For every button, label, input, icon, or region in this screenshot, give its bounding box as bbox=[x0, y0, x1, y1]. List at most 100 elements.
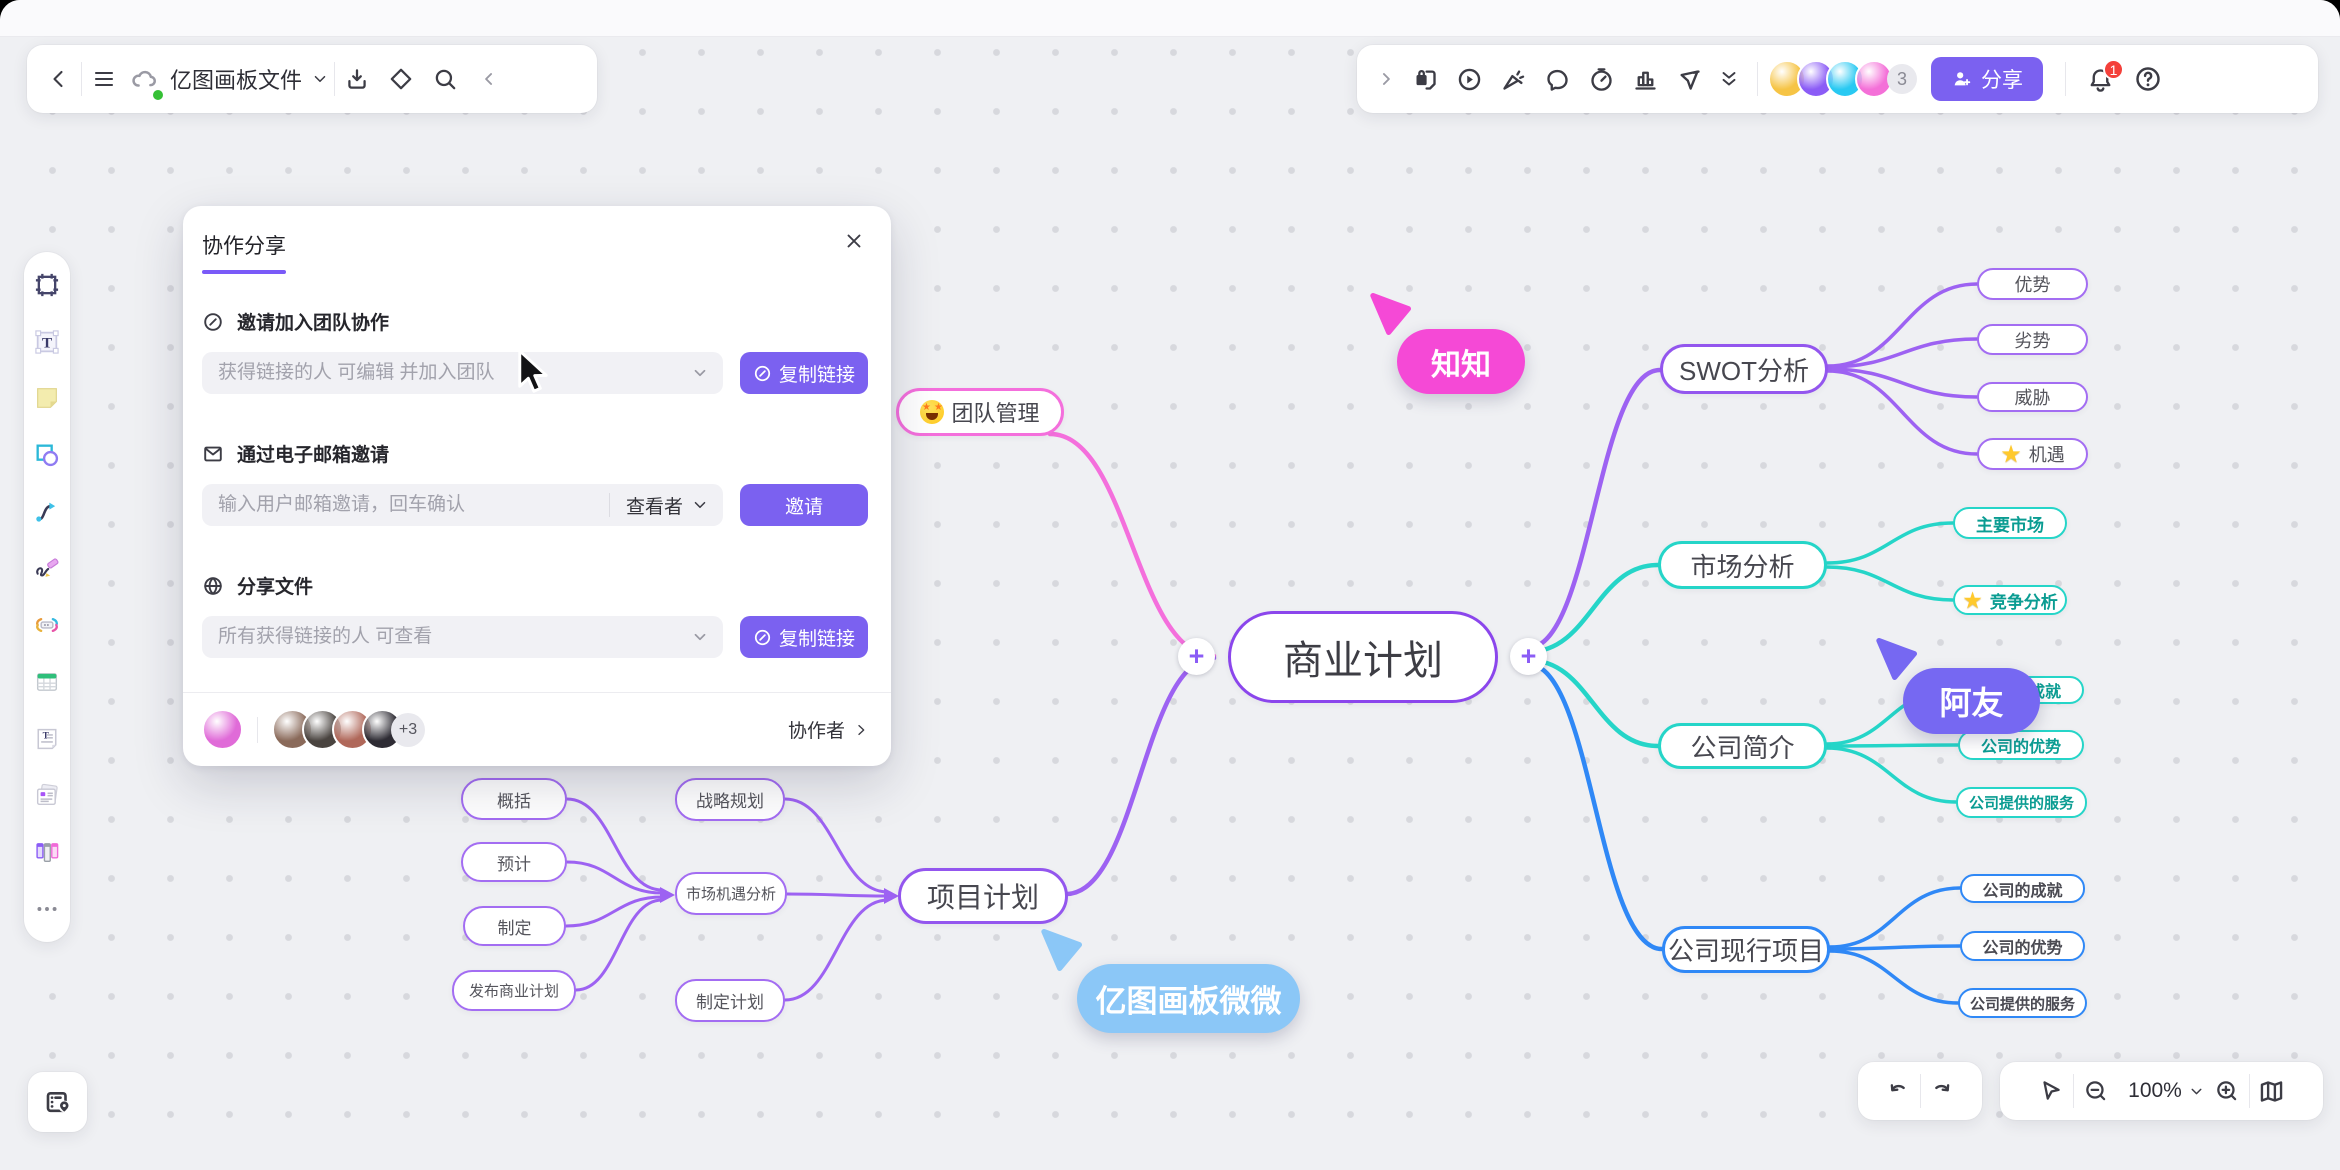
mindmap-node-business-plan[interactable]: 商业计划 bbox=[1228, 611, 1498, 703]
mindmap-node-label: 概括 bbox=[497, 791, 531, 811]
vote-chart-button[interactable] bbox=[1623, 57, 1667, 101]
chevron-down-icon[interactable] bbox=[691, 496, 709, 514]
notifications-button[interactable]: 1 bbox=[2074, 57, 2126, 101]
kanban-tool[interactable] bbox=[30, 835, 64, 869]
toolbar-divider bbox=[1919, 1074, 1921, 1108]
zoom-chevron-icon[interactable] bbox=[2188, 1083, 2205, 1100]
board-navigator-button[interactable] bbox=[28, 1072, 87, 1132]
share-link-permission-field[interactable] bbox=[202, 616, 723, 658]
expand-tools-button[interactable] bbox=[1369, 57, 1403, 101]
mindmap-node-market-analysis[interactable]: 市场分析 bbox=[1658, 541, 1827, 589]
mindmap-node-estimate[interactable]: 预计 bbox=[461, 842, 567, 882]
tag-button[interactable] bbox=[379, 57, 423, 101]
select-pointer-button[interactable] bbox=[2029, 1069, 2073, 1113]
mindmap-node-summary[interactable]: 概括 bbox=[461, 778, 567, 820]
mindmap-node-company-services-b[interactable]: 公司提供的服务 bbox=[1958, 988, 2087, 1018]
mindmap-node-make-plan[interactable]: 制定计划 bbox=[675, 979, 785, 1022]
mindmap-node-team-management[interactable]: ★★团队管理 bbox=[896, 388, 1064, 436]
search-button[interactable] bbox=[423, 57, 467, 101]
mindmap-node-company-advantage-t[interactable]: 公司的优势 bbox=[1958, 730, 2084, 760]
chevron-down-icon[interactable] bbox=[691, 628, 709, 646]
collapse-toolbar-button[interactable] bbox=[467, 57, 511, 101]
mindmap-node-weakness[interactable]: 劣势 bbox=[1977, 324, 2088, 355]
email-invite-input[interactable] bbox=[216, 493, 593, 517]
cloud-sync-icon bbox=[126, 57, 165, 102]
lock-note-button[interactable] bbox=[1403, 57, 1447, 101]
copy-team-link-button[interactable]: 复制链接 bbox=[740, 352, 868, 394]
mindmap-node-company-achievement-b[interactable]: 公司的成就 bbox=[1960, 874, 2085, 903]
copy-share-link-button[interactable]: 复制链接 bbox=[740, 616, 868, 658]
team-link-permission-field[interactable] bbox=[202, 352, 723, 394]
mindmap-node-competition[interactable]: ★竞争分析 bbox=[1953, 585, 2067, 615]
mindmap-node-company-advantage-b[interactable]: 公司的优势 bbox=[1960, 931, 2085, 961]
text-tool[interactable]: T bbox=[30, 325, 64, 359]
share-link-permission-input[interactable] bbox=[216, 625, 683, 649]
mindmap-node-label: 机遇 bbox=[2028, 445, 2065, 465]
zoom-out-button[interactable] bbox=[2074, 1069, 2118, 1113]
sticky-note-tool[interactable] bbox=[30, 381, 64, 415]
mindmap-node-publish-plan[interactable]: 发布商业计划 bbox=[452, 970, 576, 1011]
collaborators-link[interactable]: 协作者 bbox=[788, 716, 869, 743]
mindmap-edge bbox=[564, 895, 664, 928]
frame-tool[interactable] bbox=[30, 268, 64, 302]
undo-button[interactable] bbox=[1876, 1069, 1920, 1113]
share-button[interactable]: 分享 bbox=[1931, 57, 2043, 101]
invite-button[interactable]: 邀请 bbox=[740, 484, 868, 526]
mindmap-node-swot[interactable]: SWOT分析 bbox=[1660, 344, 1828, 394]
mindmap-node-company-services-t[interactable]: 公司提供的服务 bbox=[1956, 787, 2087, 818]
pen-tool[interactable] bbox=[30, 552, 64, 586]
file-title[interactable]: 亿图画板文件 bbox=[170, 68, 303, 93]
mindmap-edge bbox=[1826, 282, 1979, 368]
member-avatars[interactable] bbox=[272, 709, 403, 750]
document-tool[interactable]: T bbox=[30, 722, 64, 756]
role-select[interactable]: 查看者 bbox=[625, 496, 683, 518]
more-tools-button[interactable] bbox=[1711, 57, 1747, 101]
team-link-permission-input[interactable] bbox=[216, 361, 683, 385]
cards-tool[interactable] bbox=[30, 778, 64, 812]
mindmap-node-project-plan[interactable]: 项目计划 bbox=[898, 868, 1068, 924]
menu-button[interactable] bbox=[82, 57, 126, 101]
add-branch-button[interactable]: + bbox=[1510, 638, 1547, 675]
mindmap-node-formulate[interactable]: 制定 bbox=[463, 906, 566, 946]
shape-toolbar: T T bbox=[24, 252, 70, 942]
laser-pointer-button[interactable] bbox=[1491, 57, 1535, 101]
mindmap-node-strategy[interactable]: 战略规划 bbox=[675, 778, 785, 821]
online-count-badge[interactable]: 3 bbox=[1887, 64, 1917, 94]
chevron-down-icon[interactable] bbox=[691, 364, 709, 382]
presentation-play-button[interactable] bbox=[1447, 57, 1491, 101]
mindmap-node-market-opportunity[interactable]: 市场机遇分析 bbox=[675, 872, 787, 915]
star-icon: ★ bbox=[1962, 586, 1983, 613]
mindmap-node-current-projects[interactable]: 公司现行项目 bbox=[1662, 926, 1830, 973]
add-branch-button[interactable]: + bbox=[1178, 638, 1215, 675]
cursor-arrow-icon bbox=[1370, 293, 1411, 335]
minimap-button[interactable] bbox=[2250, 1069, 2294, 1113]
email-invite-field[interactable]: 查看者 bbox=[202, 484, 723, 526]
zoom-level[interactable]: 100% bbox=[2128, 1079, 2182, 1102]
help-button[interactable] bbox=[2126, 57, 2170, 101]
file-title-chevron-icon[interactable] bbox=[306, 57, 334, 101]
import-button[interactable] bbox=[335, 57, 379, 101]
mindmap-node-threat[interactable]: 威胁 bbox=[1977, 382, 2088, 412]
toolbar-divider bbox=[2073, 1074, 2075, 1108]
mindmap-node-opportunity[interactable]: ★机遇 bbox=[1977, 438, 2088, 470]
mindmap-node-strength[interactable]: 优势 bbox=[1977, 268, 2088, 300]
mindmap-tool[interactable] bbox=[30, 608, 64, 642]
zoom-in-button[interactable] bbox=[2205, 1069, 2249, 1113]
table-tool[interactable] bbox=[30, 665, 64, 699]
back-button[interactable] bbox=[37, 57, 81, 101]
mindmap-node-main-market[interactable]: 主要市场 bbox=[1953, 507, 2067, 539]
follow-pointer-button[interactable] bbox=[1667, 57, 1711, 101]
timer-button[interactable] bbox=[1579, 57, 1623, 101]
mindmap-node-company-profile[interactable]: 公司简介 bbox=[1658, 723, 1827, 769]
dialog-close-button[interactable] bbox=[839, 226, 869, 256]
owner-avatar[interactable] bbox=[202, 709, 243, 750]
collaborator-avatars[interactable]: 3 bbox=[1768, 60, 1917, 98]
shapes-tool[interactable] bbox=[30, 438, 64, 472]
comment-button[interactable] bbox=[1535, 57, 1579, 101]
connector-tool[interactable] bbox=[30, 495, 64, 529]
avatar[interactable] bbox=[1855, 60, 1893, 98]
redo-button[interactable] bbox=[1921, 1069, 1965, 1113]
more-tools-button[interactable] bbox=[30, 892, 64, 926]
link-icon bbox=[754, 629, 771, 645]
link-icon bbox=[204, 312, 222, 331]
